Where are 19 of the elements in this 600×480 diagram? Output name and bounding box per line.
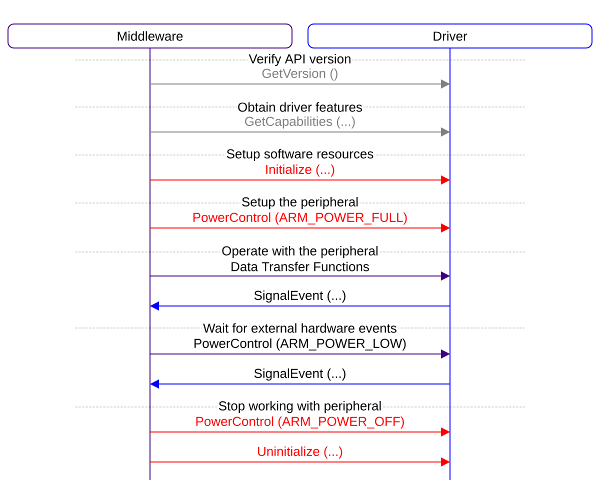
section-label: Verify API version (248, 54, 352, 66)
edge-label: PowerControl (ARM_POWER_LOW) (194, 338, 406, 351)
edge-label: PowerControl (ARM_POWER_OFF) (196, 416, 404, 429)
edge-label: Data Transfer Functions (232, 262, 369, 272)
section-label: Setup the peripheral (240, 196, 360, 210)
section-label: Stop working with peripheral (217, 400, 383, 414)
participant-box: Driver (308, 24, 592, 48)
section-label: Operate with the peripheral (220, 246, 380, 258)
edge-label: GetCapabilities (...) (245, 116, 355, 129)
edge-label: SignalEvent (...) (254, 368, 346, 381)
edge-label: PowerControl (ARM_POWER_FULL) (193, 212, 407, 225)
edge-label: SignalEvent (...) (254, 290, 346, 303)
section-label: Wait for external hardware events (202, 323, 398, 333)
participant-box: Middleware (8, 24, 292, 48)
section-label: Setup software resources (225, 148, 375, 162)
edge-label: GetVersion () (262, 68, 338, 81)
edge-label: Uninitialize (...) (258, 446, 342, 459)
edge-label: Initialize (...) (266, 164, 334, 177)
section-label: Obtain driver features (236, 102, 364, 112)
